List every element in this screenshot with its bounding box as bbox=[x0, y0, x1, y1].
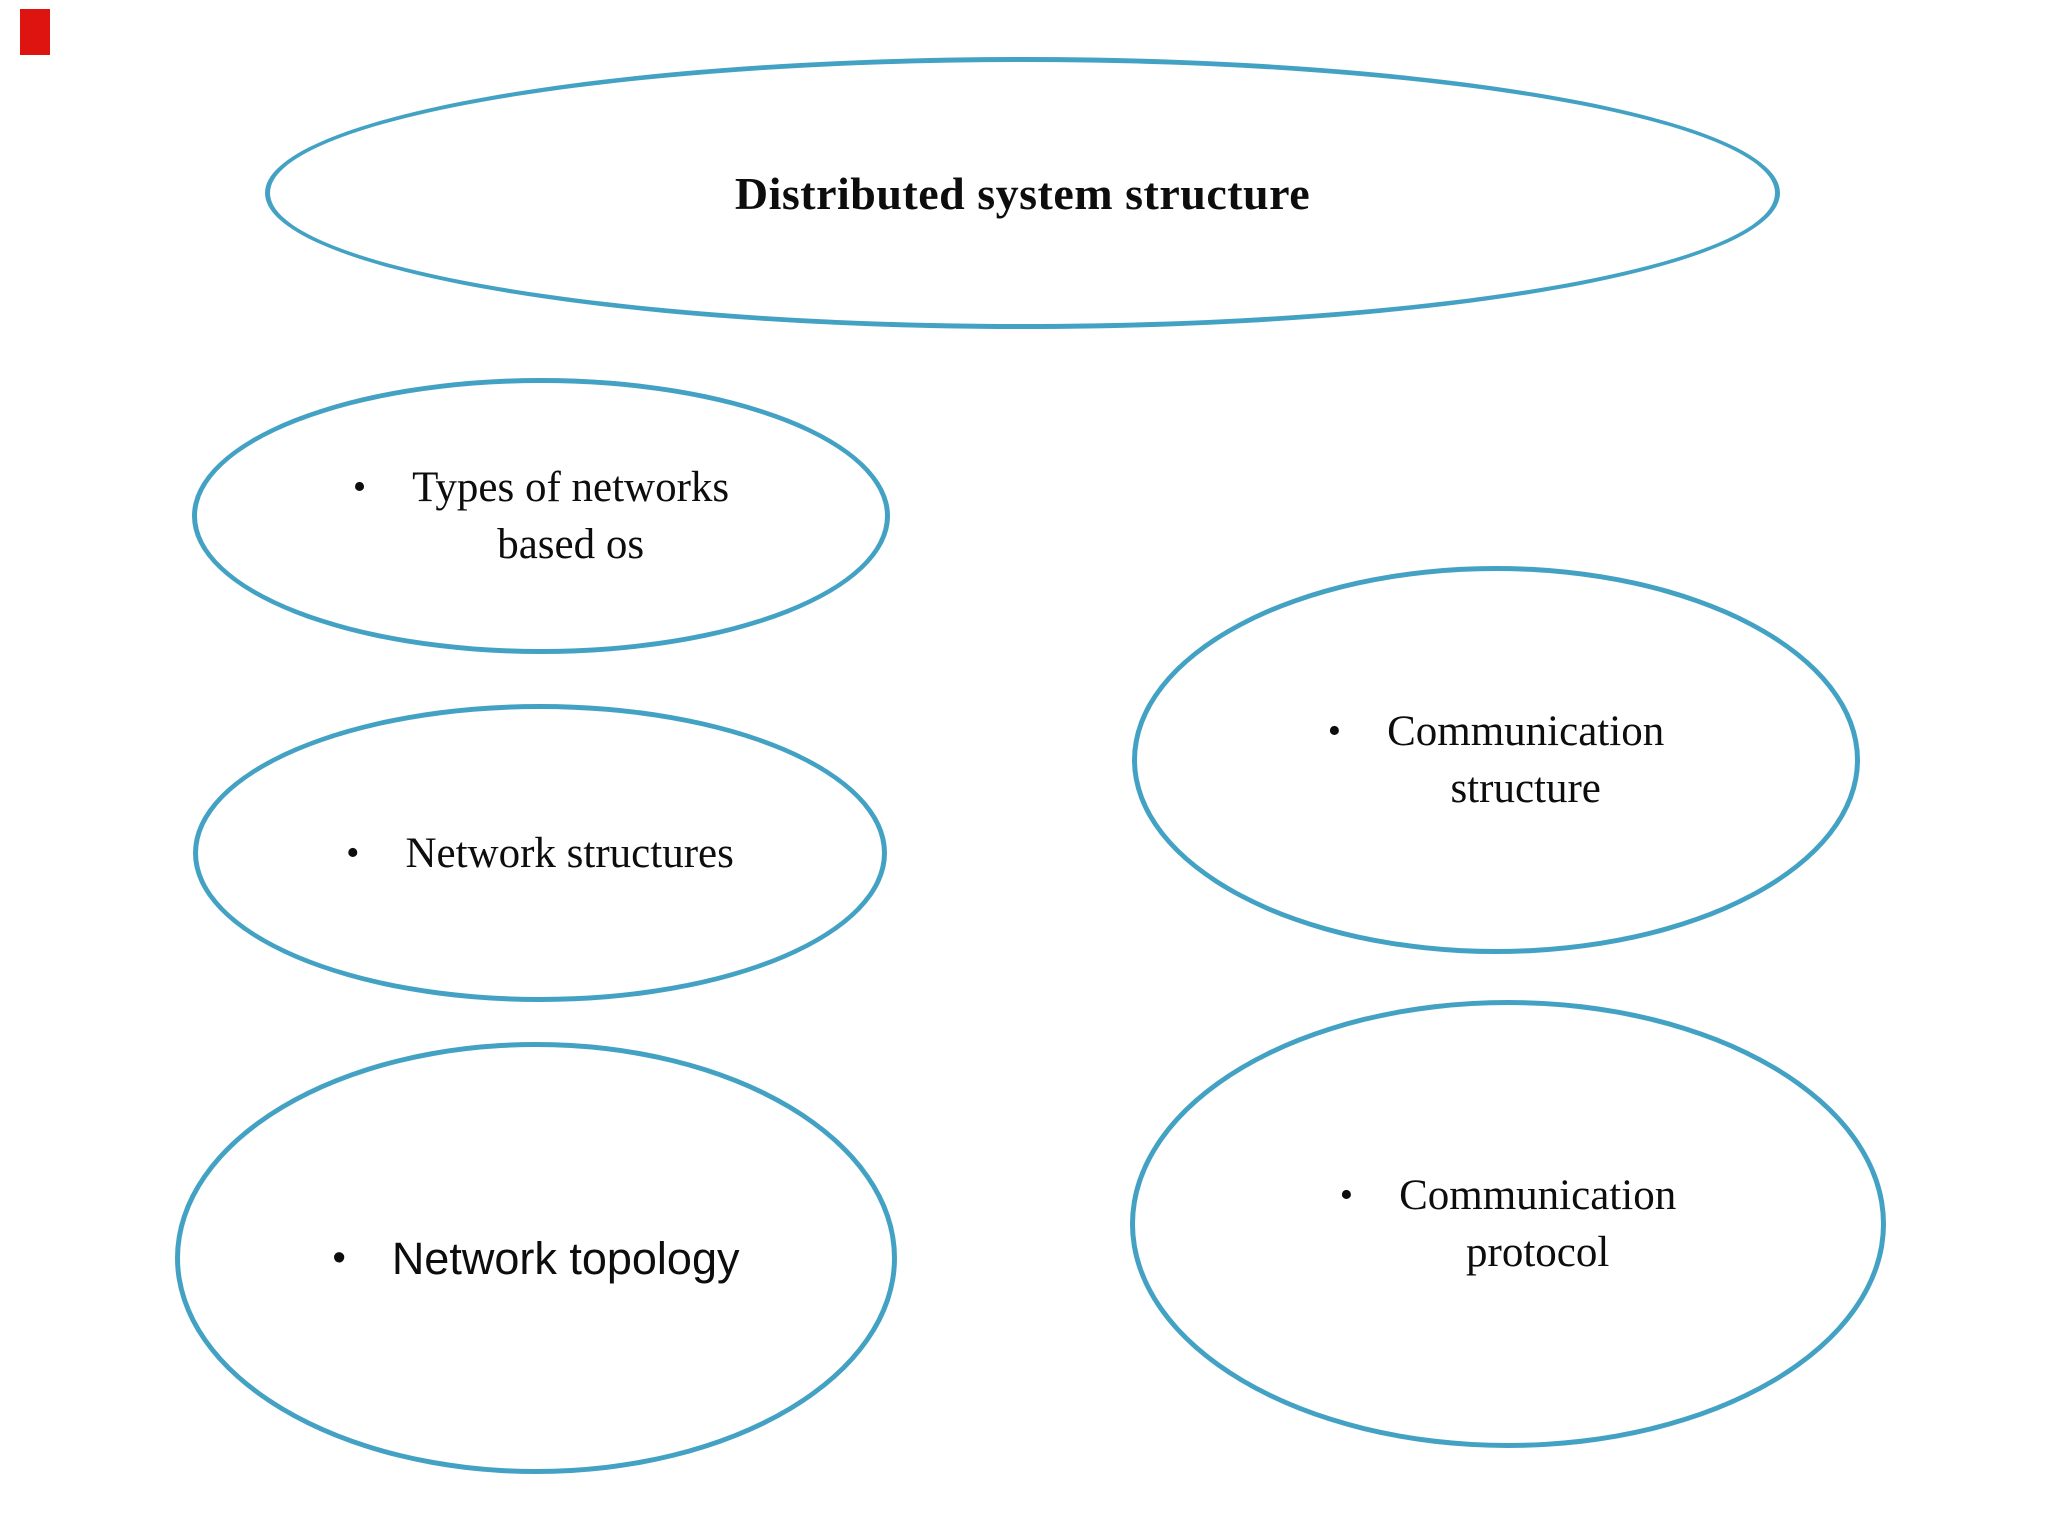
node-content: • Network structures bbox=[346, 825, 734, 882]
node-distributed-system-structure: Distributed system structure bbox=[265, 57, 1780, 329]
node-label-line: Network topology bbox=[391, 1232, 740, 1284]
node-label-line: based os bbox=[497, 521, 645, 568]
node-label: Communication protocol bbox=[1399, 1167, 1676, 1281]
bullet-icon: • bbox=[352, 466, 367, 508]
node-label: Network structures bbox=[405, 825, 733, 882]
node-content: • Communication protocol bbox=[1340, 1167, 1676, 1281]
node-label-line: Network structures bbox=[405, 829, 734, 877]
bullet-icon: • bbox=[332, 1236, 346, 1279]
node-communication-structure: • Communication structure bbox=[1132, 566, 1860, 954]
node-label: Network topology bbox=[392, 1230, 740, 1287]
node-label-line: Communication bbox=[1399, 1172, 1677, 1219]
node-label: Communication structure bbox=[1387, 703, 1664, 817]
diagram-title: Distributed system structure bbox=[734, 167, 1311, 219]
node-content: • Network topology bbox=[333, 1230, 740, 1287]
node-content: • Types of networks based os bbox=[353, 459, 729, 573]
node-types-of-networks: • Types of networks based os bbox=[192, 378, 890, 654]
node-network-topology: • Network topology bbox=[175, 1042, 897, 1474]
node-label-line: protocol bbox=[1466, 1229, 1610, 1276]
node-label-line: Communication bbox=[1387, 708, 1665, 755]
bullet-icon: • bbox=[346, 831, 360, 874]
red-rectangle-marker bbox=[20, 9, 50, 55]
node-label-line: Types of networks bbox=[412, 464, 730, 511]
bullet-icon: • bbox=[1339, 1174, 1354, 1216]
node-network-structures: • Network structures bbox=[193, 704, 887, 1002]
node-communication-protocol: • Communication protocol bbox=[1130, 1000, 1886, 1448]
bullet-icon: • bbox=[1327, 710, 1342, 752]
node-content: • Communication structure bbox=[1328, 703, 1664, 817]
node-label-line: structure bbox=[1450, 765, 1601, 812]
node-label: Types of networks based os bbox=[412, 459, 729, 573]
